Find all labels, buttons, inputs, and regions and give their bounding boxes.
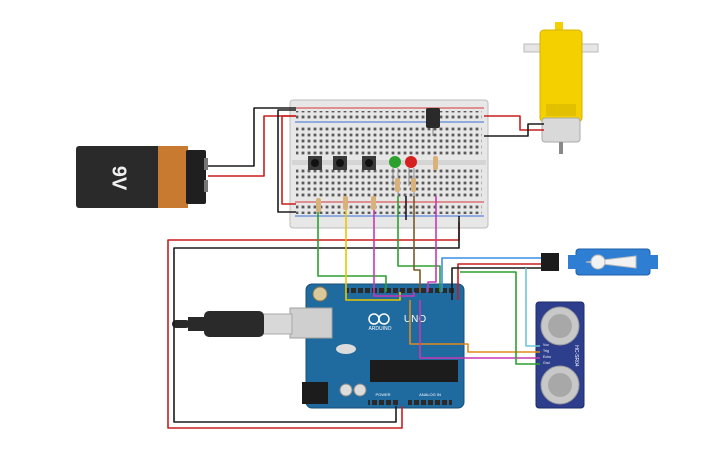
resistor-5 [411,178,416,192]
wire-servo-signal [441,257,541,292]
wire-sensor-trig [409,300,540,353]
wire-transistor [427,196,437,292]
pin-label-gnd: Gnd [543,361,550,365]
usb-cable [172,311,293,337]
pushbuttons [308,156,376,170]
breadboard [289,99,489,229]
analog-header [408,398,452,405]
board-model: UNO [404,314,426,325]
wire-rail-jumper-red [281,115,296,205]
atmega-chip [370,360,458,382]
ultrasonic-sensor: HC-SR04 Vcc Trig Echo Gnd [535,301,585,409]
pin-label-vcc: Vcc [543,343,549,347]
digital-header [346,287,456,295]
transistor [426,108,440,136]
wire-sensor-echo [419,300,540,359]
resistors [316,156,438,212]
pushbutton-1 [308,156,322,170]
power-label: POWER [375,392,390,397]
wire-sensor-gnd [460,271,540,365]
reset-button [312,286,328,302]
wire-loop-black [173,216,460,423]
micro-servo [541,248,658,276]
analog-label: ANALOG IN [419,392,441,397]
leds [389,156,417,196]
pushbutton-3 [362,156,376,170]
wire-servo-power [457,263,541,300]
wire-servo-ground [451,267,541,300]
wire-battery-positive [208,115,296,177]
arduino-uno-board: ARDUINO UNO POWER ANALOG IN [289,283,465,409]
board-brand: ARDUINO [368,326,391,332]
resistor-4 [395,178,400,192]
pushbutton-2 [333,156,347,170]
battery-9v: 9V [76,146,208,208]
wire-led-green [397,196,441,292]
power-header [368,398,398,405]
battery-label: 9V [108,166,130,191]
wire-motor-red [484,115,544,131]
sensor-pin-labels: Vcc Trig Echo Gnd [543,343,551,365]
pin-label-echo: Echo [543,355,551,359]
pin-label-trig: Trig [543,349,549,353]
wire-motor-black [484,123,544,137]
wire-button-1 [317,200,387,292]
wire-rail-jumper-black [277,109,296,213]
wires [167,107,544,429]
dc-gear-motor [523,22,599,154]
servo-connector [541,253,559,271]
resistor-3 [371,196,376,210]
resistor-6 [433,156,438,170]
resistor-2 [343,196,348,210]
sensor-model: HC-SR04 [573,345,579,367]
usb-port [289,307,333,339]
power-jack [302,382,328,404]
wire-battery-negative [208,107,296,167]
wire-button-3 [373,206,415,297]
wire-led-red [413,196,421,292]
resistor-1 [316,198,321,212]
wire-sensor-vcc [525,268,540,347]
